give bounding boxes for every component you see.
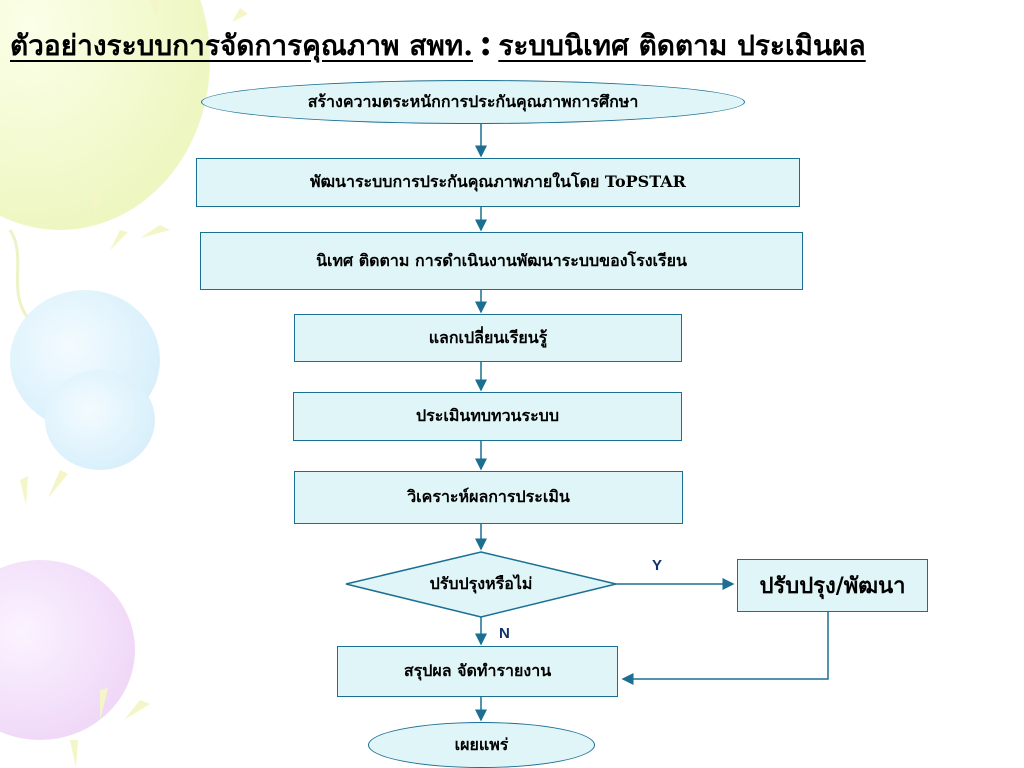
summary-report-box: สรุปผล จัดทำรายงาน xyxy=(337,646,618,697)
decision-label: ปรับปรุงหรือไม่ xyxy=(429,574,533,593)
decision-diamond xyxy=(345,551,617,618)
title-subtitle: ระบบนิเทศ ติดตาม ประเมินผล xyxy=(498,29,866,62)
step-knowledge-exchange: แลกเปลี่ยนเรียนรู้ xyxy=(294,314,682,362)
step-analyze-results: วิเคราะห์ผลการประเมิน xyxy=(294,471,683,524)
sparkle-rays xyxy=(20,0,248,768)
title-main: ตัวอย่างระบบการจัดการคุณภาพ สพท. xyxy=(10,29,474,62)
yes-label: Y xyxy=(652,557,663,574)
improve-develop-box: ปรับปรุง/พัฒนา xyxy=(737,559,928,612)
blue-balloon xyxy=(10,290,160,470)
step-supervise-follow-up: นิเทศ ติดตาม การดำเนินงานพัฒนาระบบของโรง… xyxy=(200,232,803,290)
start-oval: สร้างความตระหนักการประกันคุณภาพการศึกษา xyxy=(201,80,745,124)
title-colon: : xyxy=(479,22,493,64)
end-oval-publish: เผยแพร่ xyxy=(368,722,595,768)
step-develop-qa-system: พัฒนาระบบการประกันคุณภาพภายในโดย ToPSTAR xyxy=(196,158,800,207)
arrow-improve-summary xyxy=(621,612,829,685)
page-title: ตัวอย่างระบบการจัดการคุณภาพ สพท.:ระบบนิเ… xyxy=(10,22,1020,68)
no-label: N xyxy=(499,625,510,642)
step-system-review: ประเมินทบทวนระบบ xyxy=(293,392,682,441)
